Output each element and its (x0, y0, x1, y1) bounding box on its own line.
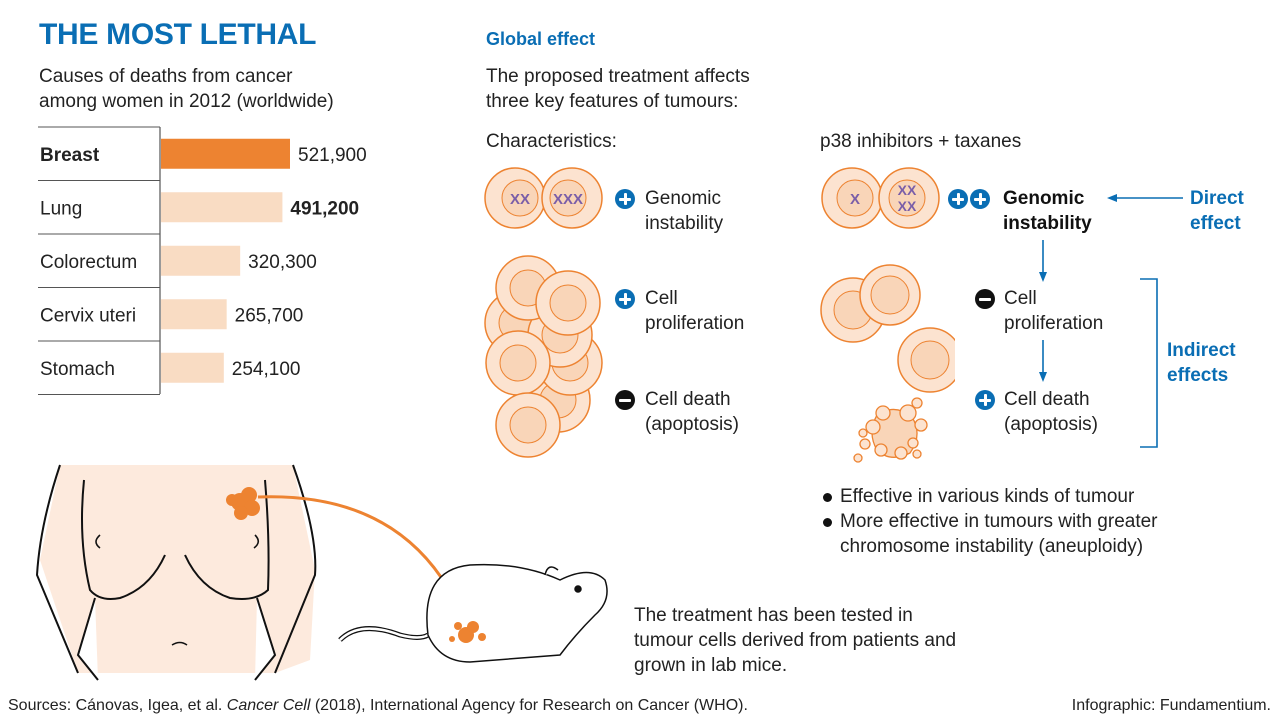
label-line-1: Cell death (645, 389, 731, 410)
dividing-cell-icon: XX XXX (484, 167, 603, 229)
sources-prefix: Sources: Cánovas, Igea, et al. (8, 697, 227, 714)
reduced-cells-icon (820, 264, 955, 393)
intro-line-1: The proposed treatment affects (486, 66, 750, 87)
characteristics-heading: Characteristics: (486, 131, 617, 152)
arrow-head-icon (1039, 272, 1047, 282)
label-line-1: Cell death (1004, 389, 1090, 410)
apoptotic-cell-icon (853, 397, 928, 463)
mouse-icon (338, 563, 608, 663)
category-label: Colorectum (40, 252, 137, 273)
plus-icon (970, 189, 990, 209)
section-title-global-effect: Global effect (486, 29, 596, 49)
value-label: 265,700 (235, 305, 304, 326)
label-line-2: effects (1167, 365, 1229, 386)
label-line-1: Cell (645, 288, 678, 309)
bullet-item: More effective in tumours with greater (820, 509, 1158, 534)
bar (161, 192, 283, 223)
plus-icon (615, 289, 635, 309)
bar (161, 138, 290, 169)
label-line-1: Indirect (1167, 340, 1236, 361)
category-label: Breast (40, 145, 100, 166)
label-line-2: instability (645, 213, 724, 234)
arrow-head-icon (1039, 372, 1047, 382)
chromosome-label-left: X (850, 191, 860, 208)
label-line-1: Genomic (645, 188, 722, 209)
bar (161, 299, 227, 330)
subtitle-line-1: Causes of deaths from cancer (39, 66, 293, 87)
char-cell-proliferation: Cell proliferation (645, 286, 744, 336)
value-label: 254,100 (232, 359, 301, 380)
chart-subtitle: Causes of deaths from cancer among women… (39, 64, 334, 114)
category-label: Lung (40, 198, 82, 219)
chromosome-label-right: XXX (553, 191, 583, 208)
direct-effect-label: Direct effect (1190, 186, 1244, 236)
findings-list: Effective in various kinds of tumour Mor… (820, 484, 1158, 559)
mice-description: The treatment has been tested in tumour … (634, 603, 956, 678)
label-line-1: Direct (1190, 188, 1244, 209)
value-label: 320,300 (248, 252, 317, 273)
label-line-2: instability (1003, 213, 1092, 234)
indirect-bracket (1140, 278, 1158, 448)
subtitle-line-2: among women in 2012 (worldwide) (39, 91, 334, 112)
treatment-heading: p38 inhibitors + taxanes (820, 131, 1022, 152)
bar-row: Stomach 254,100 (38, 352, 301, 395)
sources-journal: Cancer Cell (226, 697, 311, 714)
treat-genomic-instability: Genomic instability (1003, 186, 1092, 236)
dividing-cell-icon: X XX XX (821, 167, 940, 229)
mouse-tumour-icon (449, 621, 486, 643)
bar-row: Lung 491,200 (38, 192, 359, 235)
chromosome-label-left: XX (510, 191, 530, 208)
sources-text: Sources: Cánovas, Igea, et al. Cancer Ce… (8, 697, 748, 715)
sources-suffix: (2018), International Agency for Researc… (310, 697, 748, 714)
untreated-cells-illustration: XX XXX (484, 167, 603, 458)
minus-icon (975, 289, 995, 309)
bar (161, 352, 224, 383)
minus-icon (615, 390, 635, 410)
bar (161, 245, 241, 276)
plus-icon (615, 189, 635, 209)
label-line-2: (apoptosis) (645, 414, 739, 435)
value-label: 491,200 (290, 198, 359, 219)
label-line-2: proliferation (645, 313, 745, 334)
mice-line-2: tumour cells derived from patients and (634, 630, 957, 651)
bullet-item: Effective in various kinds of tumour (820, 484, 1158, 509)
label-line-2: proliferation (1004, 313, 1104, 334)
chromosome-label-right-bottom: XX (898, 198, 917, 214)
tumour-icon (226, 487, 260, 520)
indirect-effects-label: Indirect effects (1167, 338, 1236, 388)
label-line-2: effect (1190, 213, 1241, 234)
mice-line-3: grown in lab mice. (634, 655, 788, 676)
treat-cell-proliferation: Cell proliferation (1004, 286, 1103, 336)
bullet-item-continuation: chromosome instability (aneuploidy) (840, 536, 1144, 557)
intro-line-2: three key features of tumours: (486, 91, 739, 112)
bar-row: Breast 521,900 (38, 126, 367, 181)
treat-cell-death: Cell death (apoptosis) (1004, 387, 1098, 437)
char-cell-death: Cell death (apoptosis) (645, 387, 739, 437)
treated-cells-illustration: X XX XX (820, 167, 955, 463)
category-label: Stomach (40, 359, 115, 380)
credit-text: Infographic: Fundamentium. (1071, 697, 1271, 714)
category-label: Cervix uteri (40, 305, 136, 326)
arrow-head-icon (1107, 194, 1117, 202)
global-effect-intro: The proposed treatment affects three key… (486, 64, 750, 114)
plus-icon (975, 390, 995, 410)
label-line-2: (apoptosis) (1004, 414, 1098, 435)
value-label: 521,900 (298, 145, 367, 166)
patient-to-mouse-illustration (35, 464, 608, 681)
mice-line-1: The treatment has been tested in (634, 605, 913, 626)
bar-row: Cervix uteri 265,700 (38, 299, 304, 342)
label-line-1: Cell (1004, 288, 1037, 309)
char-genomic-instability: Genomic instability (645, 186, 723, 236)
plus-icon (948, 189, 968, 209)
chromosome-label-right-top: XX (898, 182, 917, 198)
label-line-1: Genomic (1003, 188, 1085, 209)
bar-row: Colorectum 320,300 (38, 245, 317, 288)
page-title: THE MOST LETHAL (39, 18, 317, 51)
proliferating-cells-icon (484, 255, 603, 458)
